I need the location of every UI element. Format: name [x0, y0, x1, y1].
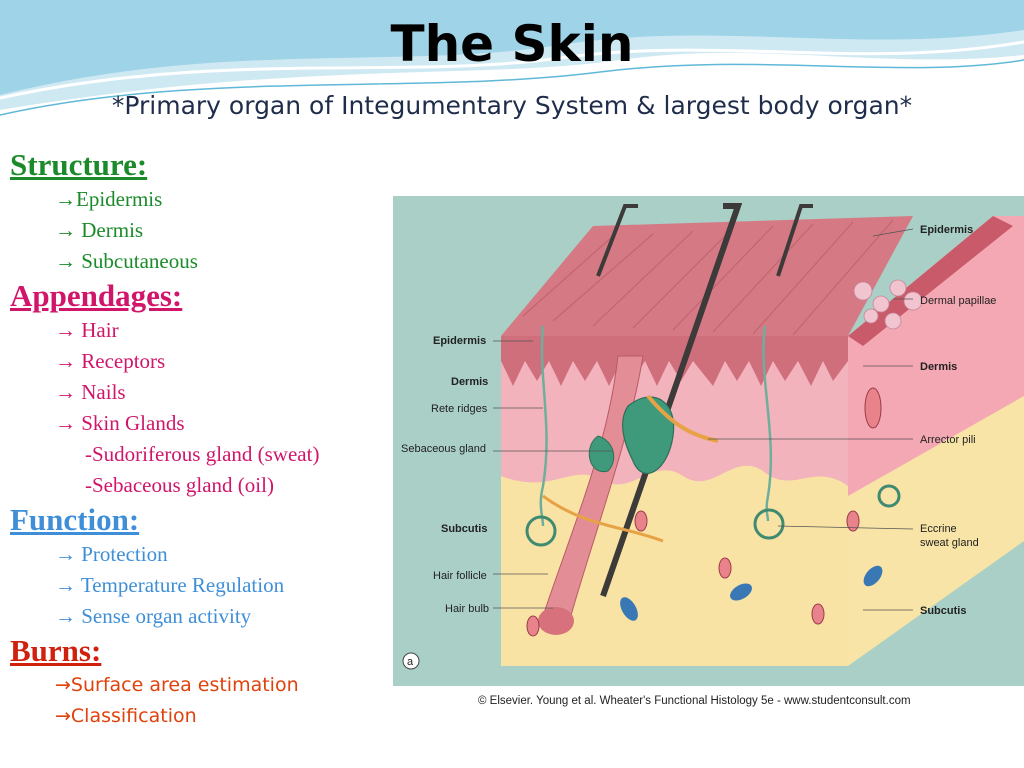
diagram-label-dermis-right: Dermis — [920, 361, 957, 373]
diagram-label-sweat-gland: sweat gland — [920, 537, 979, 549]
function-item: → Sense organ activity — [55, 604, 252, 628]
burns-item: →Surface area estimation — [55, 674, 299, 696]
sebaceous-gland — [621, 396, 675, 474]
diagram-label-arrector-pili: Arrector pili — [920, 434, 976, 446]
diagram-label-hair-follicle: Hair follicle — [433, 570, 487, 582]
header-wave-decoration — [0, 0, 1024, 116]
appendages-item: → Skin Glands — [55, 411, 185, 435]
structure-item: → Dermis — [55, 218, 144, 242]
diagram-label-subcutis-right: Subcutis — [920, 605, 966, 617]
diagram-credit: © Elsevier. Young et al. Wheater's Funct… — [478, 695, 911, 707]
epidermis-layer — [501, 336, 848, 386]
skin-surface — [501, 216, 913, 336]
appendages-subitem: -Sebaceous gland (oil) — [85, 473, 274, 497]
structure-item: → Subcutaneous — [55, 249, 198, 273]
structure-item: →Epidermis — [55, 187, 163, 211]
burns-item: →Classification — [55, 705, 197, 727]
diagram-label-dermal-papillae: Dermal papillae — [920, 295, 996, 307]
diagram-label-subcutis-left: Subcutis — [441, 523, 487, 535]
panel-letter: a — [407, 656, 414, 668]
diagram-label-sebaceous-gland: Sebaceous gland — [401, 443, 486, 455]
diagram-label-epidermis-left: Epidermis — [433, 335, 486, 347]
appendages-item: → Receptors — [55, 349, 166, 373]
outline-column: Structure: →Epidermis → Dermis → Subcuta… — [10, 146, 400, 732]
burns-heading: Burns: — [10, 633, 102, 668]
diagram-label-dermis-left: Dermis — [451, 376, 488, 388]
function-heading: Function: — [10, 502, 140, 537]
slide-subtitle: *Primary organ of Integumentary System &… — [111, 91, 913, 120]
diagram-label-eccrine: Eccrine — [920, 523, 957, 535]
structure-heading: Structure: — [10, 147, 148, 182]
appendages-item: → Hair — [55, 318, 119, 342]
appendages-item: → Nails — [55, 380, 126, 404]
slide-title: The Skin — [390, 15, 634, 73]
diagram-label-hair-bulb: Hair bulb — [445, 603, 489, 615]
sweat-gland-coil — [525, 515, 557, 547]
skin-cross-section-diagram: Epidermis Dermis Rete ridges Sebaceous g… — [393, 196, 1024, 710]
function-item: → Protection — [55, 542, 168, 566]
appendages-subitem: -Sudoriferous gland (sweat) — [85, 442, 320, 466]
panel-letter-badge — [402, 652, 420, 670]
function-item: → Temperature Regulation — [55, 573, 285, 597]
appendages-heading: Appendages: — [10, 278, 183, 313]
hair-bulb — [538, 607, 574, 635]
diagram-label-epidermis-right: Epidermis — [920, 224, 973, 236]
diagram-label-rete-ridges: Rete ridges — [431, 403, 488, 415]
